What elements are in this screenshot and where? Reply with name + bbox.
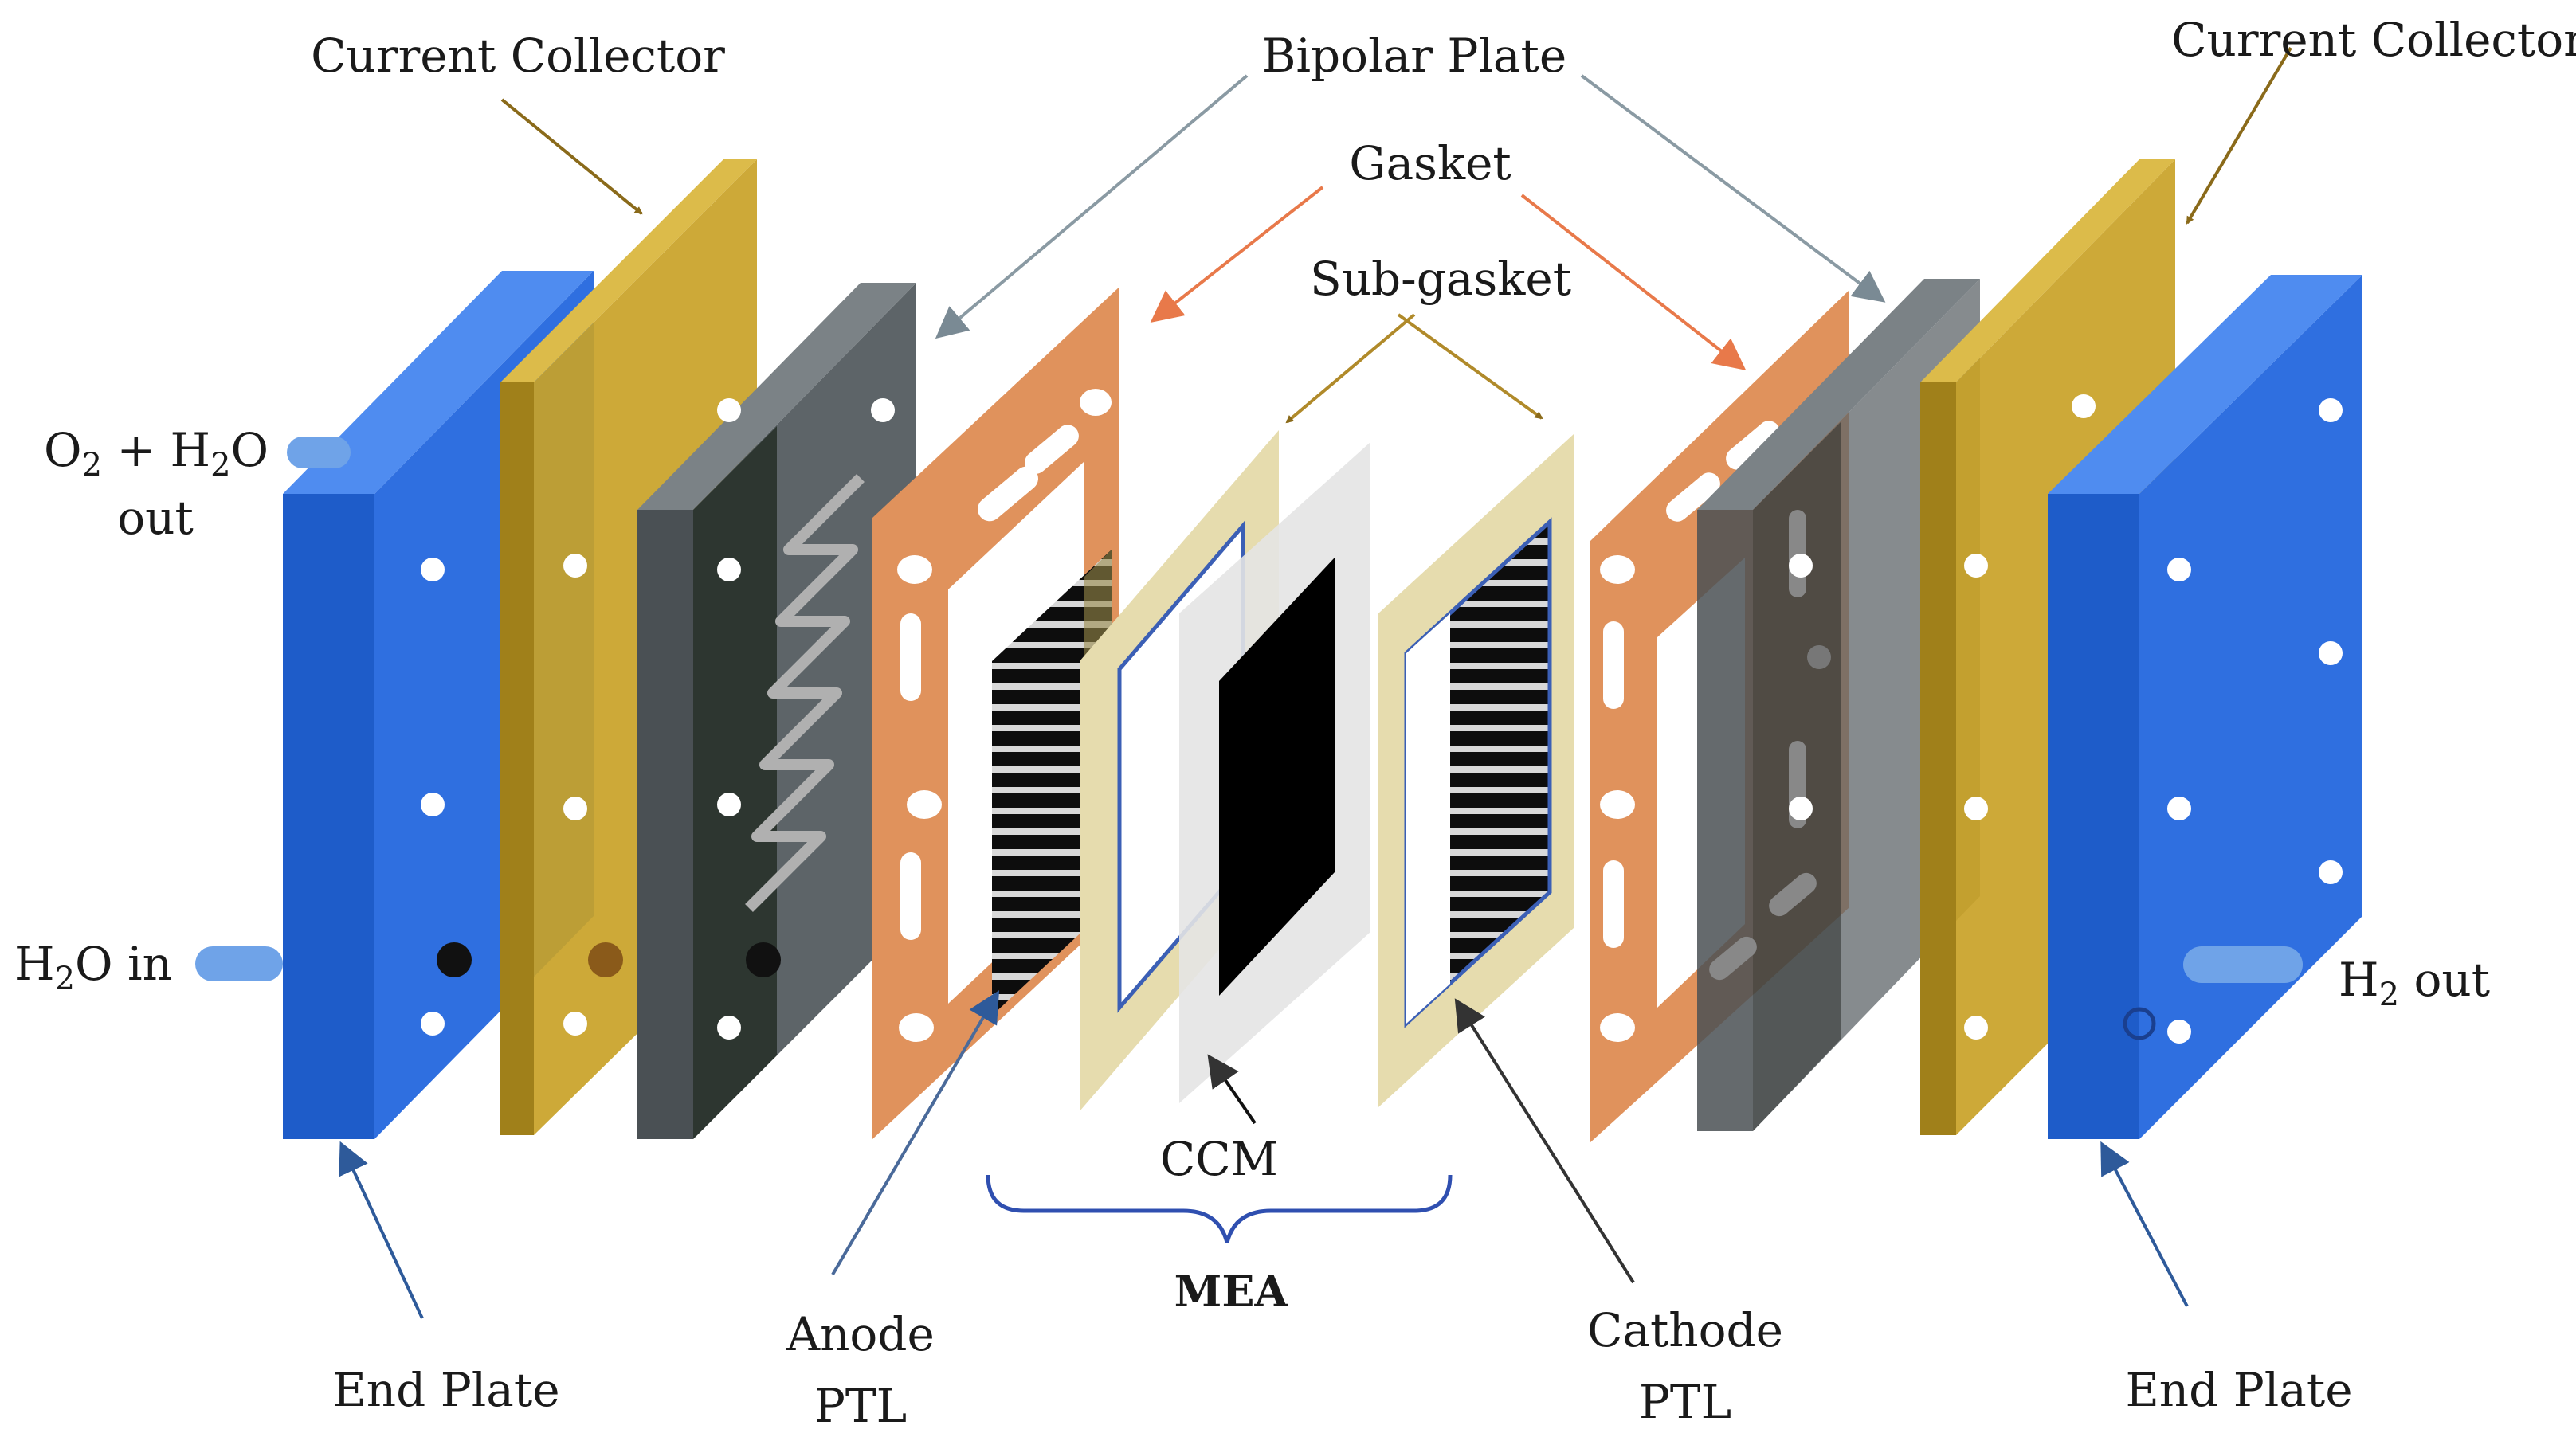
label-cathode-ptl-line1: Cathode [1587,1303,1783,1357]
h2o-inlet-pipe [195,946,283,981]
ccm [1179,442,1370,1103]
label-mea: MEA [1174,1266,1289,1317]
label-gasket: Gasket [1349,136,1511,190]
end-plate-right [2048,275,2362,1139]
sub-gasket-right [1378,434,1574,1107]
label-o2-h2o-out-line2: out [117,491,194,545]
label-current-collector-left: Current Collector [311,29,725,83]
label-bipolar-plate: Bipolar Plate [1262,29,1566,83]
label-end-plate-right: End Plate [2125,1363,2352,1417]
callout-arrows [339,46,2292,1319]
mea-brace [986,1174,1453,1243]
h2-outlet-pipe [2183,946,2303,983]
label-anode-ptl-line2: PTL [814,1379,907,1433]
label-current-collector-right: Current Collector [2171,13,2576,67]
label-anode-ptl-line1: Anode [786,1307,935,1361]
label-h2-out: H2 out [2339,953,2490,1013]
label-end-plate-left: End Plate [332,1363,559,1417]
label-ccm: CCM [1160,1132,1278,1186]
bipolar-plate-left [637,283,916,1139]
label-sub-gasket: Sub-gasket [1310,252,1571,306]
label-cathode-ptl-line2: PTL [1639,1375,1731,1429]
label-o2-h2o-out: O2 + H2O [44,423,269,484]
o2-outlet-pipe [287,437,351,468]
label-h2o-in: H2O in [14,937,172,997]
